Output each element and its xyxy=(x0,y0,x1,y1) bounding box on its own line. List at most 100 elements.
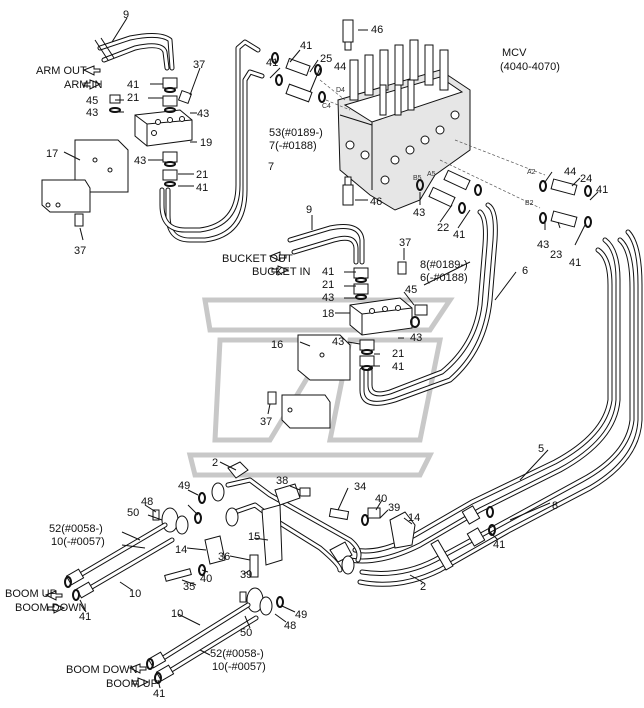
callout-10-upper: 10(-#0057) xyxy=(51,536,105,548)
part-number: 6 xyxy=(522,265,528,277)
part-number: 2 xyxy=(420,581,426,593)
bucket-hoses-9 xyxy=(287,224,365,265)
bucket-pipes-6-8 xyxy=(359,202,498,406)
check-valve-46-top xyxy=(342,19,354,51)
part-number: 21 xyxy=(196,169,208,181)
adapters-mcv-left xyxy=(271,52,326,103)
part-number: 43 xyxy=(197,108,209,120)
part-number: 10 xyxy=(171,608,183,620)
part-number: 43 xyxy=(322,292,334,304)
arm-out-label: ARM OUT xyxy=(36,65,87,77)
callout-52-lower: 52(#0058-) xyxy=(210,648,264,660)
main-control-valve xyxy=(337,39,471,211)
part-number: 48 xyxy=(141,496,153,508)
leader-lines xyxy=(63,17,599,689)
valve-spools xyxy=(349,39,449,116)
part-number: 22 xyxy=(437,222,449,234)
part-number: 7 xyxy=(268,161,274,173)
port-label-b5: B5 xyxy=(413,175,422,182)
part-number: 45 xyxy=(86,95,98,107)
part-number: 43 xyxy=(413,207,425,219)
flange-lower xyxy=(239,587,284,616)
bucket-in-label: BUCKET IN xyxy=(252,266,311,278)
port-label-a5: A5 xyxy=(427,171,436,178)
arm-hoses-9 xyxy=(94,32,175,71)
bucket-out-label: BUCKET OUT xyxy=(222,253,293,265)
part-number: 14 xyxy=(408,512,420,524)
part-number: 10 xyxy=(129,588,141,600)
part-number: 43 xyxy=(86,107,98,119)
bracket-17 xyxy=(41,139,129,213)
part-number: 25 xyxy=(320,53,332,65)
callout-10-lower: 10(-#0057) xyxy=(212,661,266,673)
part-number: 8 xyxy=(552,500,558,512)
callout-7-range: 7(-#0188) xyxy=(269,140,317,152)
part-number: 37 xyxy=(193,59,205,71)
part-number: 21 xyxy=(127,92,139,104)
part-number: 41 xyxy=(127,79,139,91)
part-number: 44 xyxy=(564,166,576,178)
boom-hoses-lower xyxy=(146,602,259,684)
part-number: 44 xyxy=(334,61,346,73)
callout-53: 53(#0189-) xyxy=(269,127,323,139)
bolts-35-36 xyxy=(164,554,259,582)
part-number: 38 xyxy=(276,475,288,487)
part-number: 34 xyxy=(354,481,366,493)
part-number: 35 xyxy=(183,581,195,593)
part-number: 46 xyxy=(370,196,382,208)
watermark-logo xyxy=(186,297,455,478)
bracket-16 xyxy=(281,334,351,429)
part-number: 39 xyxy=(388,502,400,514)
bracket-15 xyxy=(261,483,381,566)
callout-52-upper: 52(#0058-) xyxy=(49,523,103,535)
arm-block-19 xyxy=(134,109,193,147)
part-number: 41 xyxy=(596,184,608,196)
part-number: 39 xyxy=(240,569,252,581)
part-number: 9 xyxy=(123,9,129,21)
boom-down-label-lower: BOOM DOWN xyxy=(66,664,138,676)
part-number: 48 xyxy=(284,620,296,632)
boom-up-label-upper: BOOM UP xyxy=(5,588,57,600)
part-number: 5 xyxy=(538,443,544,455)
part-number: 36 xyxy=(218,551,230,563)
port-label-c4: C4 xyxy=(322,103,331,110)
part-number: 40 xyxy=(375,493,387,505)
labels: MCV (4040-4070) ARM OUT ARM IN BUCKET OU… xyxy=(5,9,608,700)
part-number: 41 xyxy=(493,539,505,551)
part-number: 37 xyxy=(399,237,411,249)
adapters-mcv-right xyxy=(539,178,592,228)
part-number: 18 xyxy=(322,308,334,320)
part-number: 49 xyxy=(178,480,190,492)
check-valve-46-bottom xyxy=(342,176,354,206)
part-number: 43 xyxy=(134,155,146,167)
boom-up-label-lower: BOOM UP xyxy=(106,678,158,690)
callout-6-range: 6(-#0188) xyxy=(420,272,468,284)
part-number: 45 xyxy=(405,284,417,296)
mcv-label: MCV xyxy=(502,47,527,59)
clamp-14-left xyxy=(204,535,226,565)
mcv-range-label: (4040-4070) xyxy=(500,61,560,73)
part-number: 41 xyxy=(322,266,334,278)
part-number: 46 xyxy=(371,24,383,36)
part-number: 43 xyxy=(332,336,344,348)
boom-pipes-5-8 xyxy=(347,229,643,587)
part-number: 17 xyxy=(46,148,58,160)
part-number: 23 xyxy=(550,249,562,261)
part-number: 9 xyxy=(306,204,312,216)
bucket-block-18 xyxy=(349,297,413,336)
part-number: 41 xyxy=(266,57,278,69)
part-number: 43 xyxy=(410,332,422,344)
part-number: 43 xyxy=(537,239,549,251)
part-number: 2 xyxy=(212,457,218,469)
part-number: 41 xyxy=(569,257,581,269)
part-number: 49 xyxy=(295,609,307,621)
port-label-a2: A2 xyxy=(527,169,536,176)
part-number: 14 xyxy=(175,544,187,556)
port-label-b2: B2 xyxy=(525,200,534,207)
part-number: 24 xyxy=(580,173,592,185)
direction-arrows xyxy=(44,65,290,688)
part-number: 41 xyxy=(392,361,404,373)
part-number: 41 xyxy=(153,688,165,700)
arm-in-label: ARM IN xyxy=(64,79,103,91)
part-number: 41 xyxy=(300,40,312,52)
